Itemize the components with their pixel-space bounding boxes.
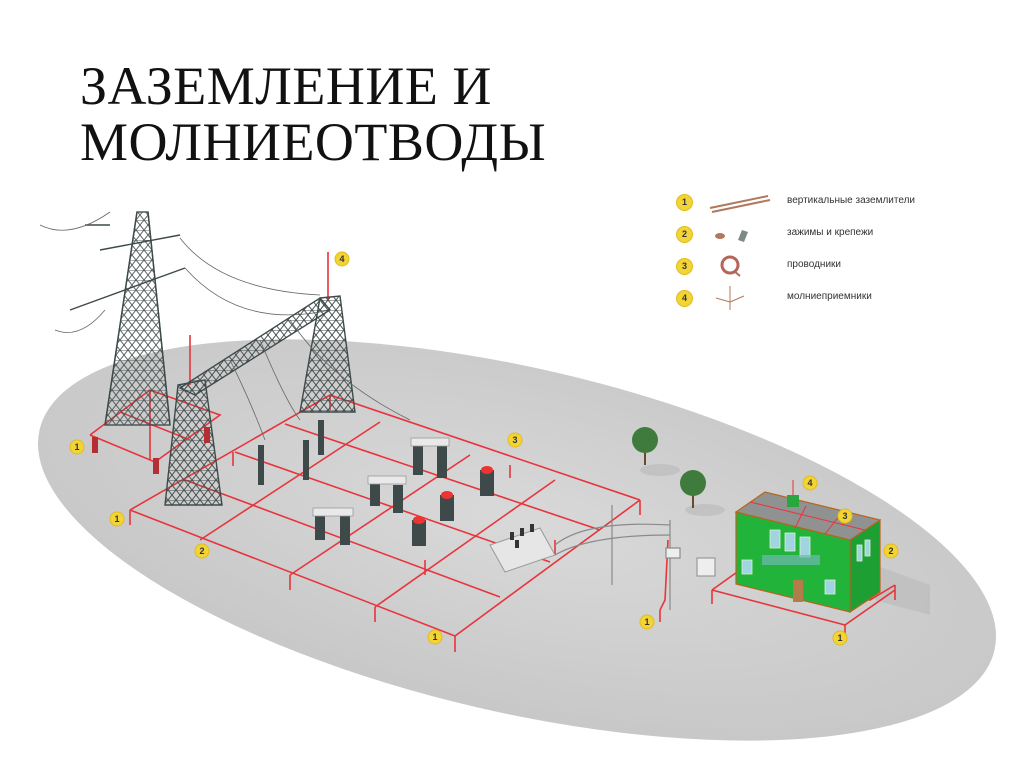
legend-item: 2 зажимы и крепежи	[672, 222, 992, 254]
title-line-2: МОЛНИЕОТВОДЫ	[80, 112, 547, 172]
legend-label: проводники	[787, 259, 841, 270]
legend-label: вертикальные заземлители	[787, 195, 916, 206]
callout-badge: 2	[194, 543, 210, 559]
power-pole	[554, 505, 716, 610]
svg-text:4: 4	[339, 254, 344, 264]
svg-text:3: 3	[512, 435, 517, 445]
switchgear	[258, 420, 556, 573]
legend-item: 1 вертикальные заземлители	[672, 190, 992, 222]
legend-item: 3 проводники	[672, 254, 992, 286]
callout-badge: 1	[832, 630, 848, 646]
ground-rod-icon	[709, 195, 771, 213]
legend-badge: 1	[676, 194, 693, 211]
legend-label: зажимы и крепежи	[787, 227, 874, 238]
callout-badge: 3	[507, 432, 523, 448]
conductor-coil-icon	[720, 255, 741, 277]
svg-text:2: 2	[199, 546, 204, 556]
legend-badge: 3	[676, 258, 693, 275]
callout-badge: 4	[802, 475, 818, 491]
svg-text:1: 1	[432, 632, 437, 642]
svg-text:1: 1	[74, 442, 79, 452]
svg-text:3: 3	[842, 511, 847, 521]
svg-text:1: 1	[114, 514, 119, 524]
transmission-tower	[39, 211, 331, 426]
title-line-1: ЗАЗЕМЛЕНИЕ И	[80, 56, 492, 116]
svg-text:4: 4	[807, 478, 812, 488]
lightning-rod-icon	[715, 286, 745, 310]
gantry-structure	[92, 295, 411, 506]
legend-item: 4 молниеприемники	[672, 286, 992, 318]
legend-badge: 2	[676, 226, 693, 243]
legend: 1 вертикальные заземлители 2 зажимы и кр…	[672, 190, 992, 318]
callout-badge: 1	[69, 439, 85, 455]
callout-badge: 2	[883, 543, 899, 559]
callout-badge: 1	[639, 614, 655, 630]
callout-badge: 1	[427, 629, 443, 645]
building	[734, 480, 882, 614]
clamp-icon	[715, 230, 748, 242]
legend-badge: 4	[676, 290, 693, 307]
svg-text:1: 1	[644, 617, 649, 627]
callout-badge: 1	[109, 511, 125, 527]
callout-badge: 4	[334, 251, 350, 267]
trees	[632, 427, 706, 508]
svg-text:2: 2	[888, 546, 893, 556]
svg-text:1: 1	[837, 633, 842, 643]
shadows	[640, 464, 930, 615]
callout-badges: 1 1 2 3 4 1 1 4 3 2 1	[69, 251, 899, 646]
legend-label: молниеприемники	[787, 291, 872, 302]
callout-badge: 3	[837, 508, 853, 524]
slide-title: ЗАЗЕМЛЕНИЕ И МОЛНИЕОТВОДЫ	[80, 58, 546, 170]
